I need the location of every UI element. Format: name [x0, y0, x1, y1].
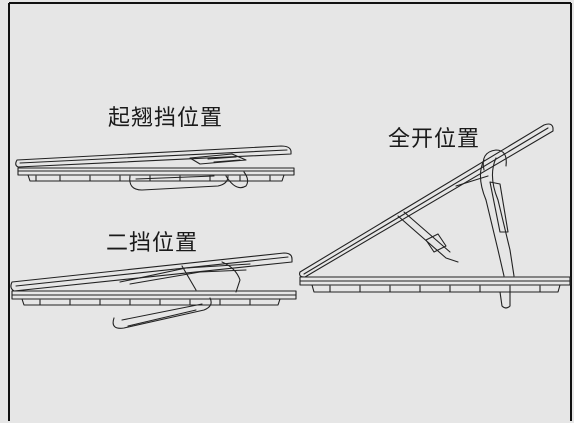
device-full-open-position	[299, 123, 571, 309]
label-full-open-position: 全开位置	[388, 127, 481, 152]
label-lift-position: 起翘挡位置	[108, 106, 224, 131]
device-second-position	[10, 252, 297, 329]
device-lift-position	[15, 145, 295, 191]
label-second-position: 二挡位置	[106, 231, 199, 256]
